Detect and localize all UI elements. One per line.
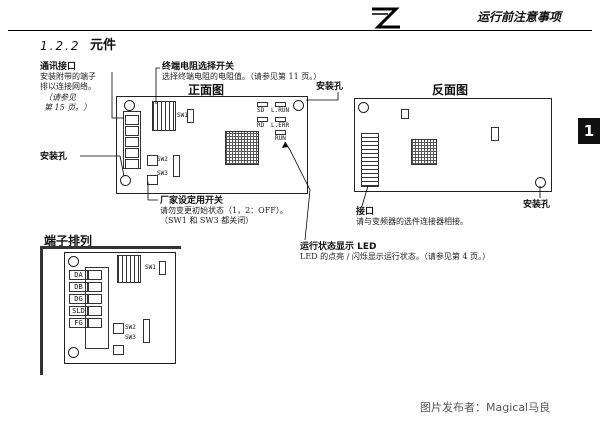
watermark-text: 图片发布者：Magical马良 bbox=[420, 401, 551, 414]
factory-switch-desc-1: 请勿变更初始状态（1，2：OFF）。 bbox=[160, 206, 288, 215]
front-terminal-pin bbox=[125, 126, 139, 136]
comm-port-desc-2: 排以连接网络。 bbox=[40, 82, 96, 91]
terminal-sw2-label: SW2 bbox=[125, 324, 136, 331]
pin-label-fg: FG bbox=[69, 318, 88, 329]
pin-label-da: DA bbox=[69, 270, 88, 281]
led-lerr bbox=[275, 117, 286, 122]
front-sw3-label: SW3 bbox=[157, 170, 168, 177]
front-mount-hole-bl bbox=[120, 175, 131, 186]
factory-switch-desc-2: （SW1 和 SW3 都关闭） bbox=[160, 216, 254, 225]
back-mount-hole-tl bbox=[358, 102, 369, 113]
terminal-pin bbox=[88, 282, 102, 292]
comm-port-desc-3: （请参见 bbox=[44, 93, 76, 102]
back-option-connector bbox=[361, 133, 379, 187]
mount-hole-left-label: 安装孔 bbox=[40, 152, 68, 162]
led-lrun bbox=[275, 102, 286, 107]
back-small-component bbox=[491, 127, 499, 141]
led-lerr-label: L.ERR bbox=[271, 122, 290, 129]
mount-hole-top-label: 安装孔 bbox=[316, 82, 344, 92]
front-board: SW1 SW2 SW3 SD RD L.RUN L.ERR RUN bbox=[116, 96, 308, 194]
front-terminal-pin bbox=[125, 148, 139, 158]
section-title: 元件 bbox=[90, 38, 117, 53]
front-mount-hole-tl bbox=[124, 100, 135, 111]
terminal-sw3 bbox=[113, 345, 124, 355]
front-network-connector bbox=[152, 101, 176, 131]
back-mount-hole-label: 安装孔 bbox=[523, 200, 551, 210]
factory-switch-title: 厂家设定用开关 bbox=[160, 196, 224, 206]
front-mount-hole-tr bbox=[293, 100, 304, 111]
front-sw2-label: SW2 bbox=[157, 156, 168, 163]
back-chip bbox=[411, 139, 437, 165]
back-board bbox=[354, 98, 552, 192]
comm-port-desc-1: 安装附带的端子 bbox=[40, 72, 96, 81]
led-run bbox=[275, 130, 286, 135]
header-rule bbox=[8, 30, 592, 31]
terminal-mount-hole-tl bbox=[68, 256, 79, 267]
pin-label-db: DB bbox=[69, 282, 88, 293]
led-lrun-label: L.RUN bbox=[271, 107, 290, 114]
comm-port-desc-4: 第 15 页。） bbox=[44, 103, 92, 112]
terminal-layout-title: 端子排列 bbox=[44, 234, 93, 248]
terminal-connector bbox=[117, 255, 141, 283]
terminal-mount-hole-bl bbox=[68, 347, 79, 358]
led-status-desc: LED 的点亮 / 闪烁显示运行状态。（请参见第 4 页。） bbox=[300, 252, 491, 261]
terminator-switch-title: 终端电阻选择开关 bbox=[162, 62, 235, 72]
terminal-pin bbox=[88, 270, 102, 280]
back-connector-desc: 请与变频器的选件连接器相接。 bbox=[356, 217, 468, 226]
front-terminal-pin bbox=[125, 115, 139, 125]
back-mount-hole-br bbox=[535, 177, 546, 188]
terminal-sw2 bbox=[113, 323, 124, 334]
front-small-component bbox=[173, 155, 180, 177]
led-status-title: 运行状态显示 LED bbox=[300, 242, 377, 252]
terminal-sw1-label: SW1 bbox=[145, 264, 156, 271]
front-cpu-chip bbox=[225, 131, 259, 165]
terminator-switch-desc: 选择终端电阻的电阻值。（请参见第 11 页。） bbox=[162, 72, 322, 81]
brand-logo bbox=[372, 7, 400, 29]
page-header-title: 运行前注意事项 bbox=[477, 10, 562, 24]
front-terminal-pin bbox=[125, 159, 139, 169]
front-sw1-label: SW1 bbox=[177, 112, 188, 119]
terminal-layout-frame bbox=[40, 246, 181, 375]
terminal-small-component bbox=[143, 319, 150, 343]
section-number: 1.2.2 bbox=[40, 39, 81, 53]
terminal-sw3-label: SW3 bbox=[125, 334, 136, 341]
terminal-pin bbox=[88, 306, 102, 316]
front-view-title: 正面图 bbox=[188, 83, 225, 97]
led-run-label: RUN bbox=[275, 135, 286, 142]
comm-port-title: 通讯接口 bbox=[40, 62, 77, 72]
sw3-switch bbox=[147, 175, 158, 185]
terminal-sw1 bbox=[159, 261, 166, 275]
led-rd bbox=[257, 117, 268, 122]
sw2-switch bbox=[147, 155, 158, 166]
led-sd-label: SD bbox=[257, 107, 265, 114]
sw1-switch bbox=[187, 109, 194, 123]
front-terminal-pin bbox=[125, 137, 139, 147]
back-small-component bbox=[401, 109, 409, 119]
terminal-pin bbox=[88, 294, 102, 304]
back-connector-title: 接口 bbox=[356, 207, 375, 217]
terminal-pin bbox=[88, 318, 102, 328]
led-rd-label: RD bbox=[257, 122, 265, 129]
pin-label-sld: SLD bbox=[69, 306, 88, 317]
led-sd bbox=[257, 102, 268, 107]
chapter-tab: 1 bbox=[578, 118, 600, 144]
back-view-title: 反面图 bbox=[432, 83, 469, 97]
pin-label-dg: DG bbox=[69, 294, 88, 305]
